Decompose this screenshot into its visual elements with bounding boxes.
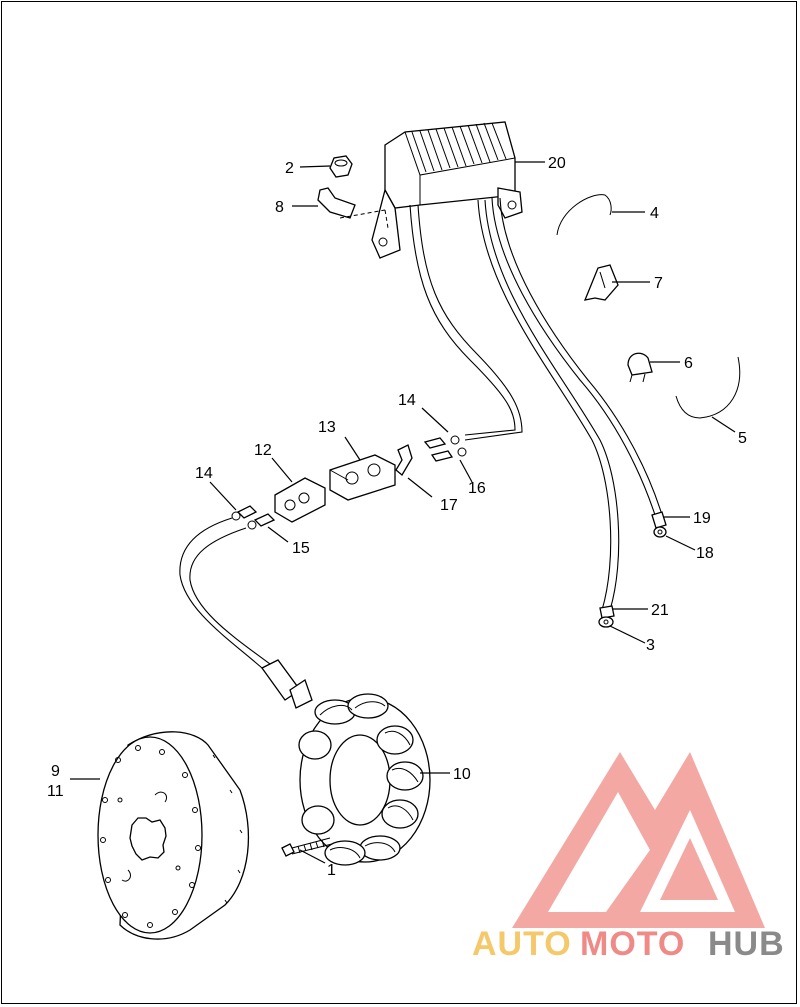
callout-11: 11 <box>47 783 64 800</box>
terminals-right <box>423 435 467 462</box>
callout-6: 6 <box>684 355 693 372</box>
bracket <box>317 187 389 229</box>
callout-15: 15 <box>292 540 310 557</box>
watermark-auto: AUTO <box>472 925 572 963</box>
callout-14-left: 14 <box>195 465 213 482</box>
voltage-regulator <box>371 121 523 259</box>
terminal-lock-17 <box>395 444 413 476</box>
callout-13: 13 <box>318 419 336 436</box>
callout-labels: 2 8 20 4 7 6 5 14 13 12 14 15 17 16 19 1… <box>47 155 747 879</box>
cable-strap-4 <box>556 194 612 236</box>
callout-7: 7 <box>654 275 663 292</box>
callout-5: 5 <box>738 430 747 447</box>
watermark-logo <box>512 752 765 928</box>
callout-4: 4 <box>650 205 659 222</box>
callout-19: 19 <box>693 510 711 527</box>
clip-6 <box>627 352 653 383</box>
callout-14-right: 14 <box>398 392 416 409</box>
watermark-hub: HUB <box>708 925 785 963</box>
connector-housing-12 <box>274 477 326 523</box>
leader-lines <box>70 161 736 864</box>
callout-12: 12 <box>254 442 272 459</box>
watermark-moto: MOTO <box>580 925 685 963</box>
watermark-text: AUTO MOTO HUB <box>472 925 785 963</box>
callout-9: 9 <box>51 763 60 780</box>
callout-21: 20 <box>548 155 566 172</box>
callout-17: 17 <box>440 497 458 514</box>
ring-terminal-3 <box>598 605 615 628</box>
callout-20: 21 <box>651 602 669 619</box>
ring-terminal-18 <box>651 511 667 538</box>
callout-2: 2 <box>285 160 294 177</box>
callout-8: 8 <box>275 199 284 216</box>
stator <box>298 693 431 866</box>
callout-16: 16 <box>468 480 486 497</box>
rotor <box>97 731 249 940</box>
terminals-left <box>231 505 276 530</box>
regulator-wires <box>409 197 663 611</box>
callout-18: 18 <box>696 545 714 562</box>
nut <box>329 155 353 178</box>
callout-10: 10 <box>453 766 471 783</box>
screw <box>281 837 333 857</box>
stator-wires <box>179 517 313 709</box>
connector-housing-13 <box>329 454 396 501</box>
callout-1: 1 <box>327 862 336 879</box>
callout-3: 3 <box>646 637 655 654</box>
cable-strap-5 <box>675 356 741 419</box>
clip <box>583 264 619 301</box>
